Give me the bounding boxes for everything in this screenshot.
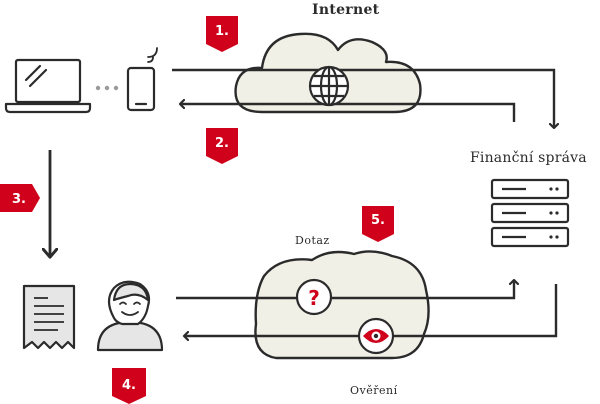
- verification-cloud: [254, 250, 430, 360]
- receipt-icon: [22, 284, 76, 350]
- dotaz-label: Dotaz: [295, 234, 330, 247]
- globe-icon: [308, 65, 350, 107]
- eye-icon: [357, 317, 395, 355]
- badge-4-text: 4.: [122, 378, 136, 393]
- person-icon: [96, 280, 164, 352]
- svg-text:?: ?: [308, 286, 320, 310]
- arrow-dotaz: [176, 280, 514, 300]
- overeni-label: Ověření: [350, 384, 398, 397]
- server-icon: [490, 178, 570, 248]
- badge-1-text: 1.: [215, 24, 229, 39]
- arrow-overeni: [184, 284, 558, 336]
- badge-3-text: 3.: [12, 192, 26, 207]
- internet-label: Internet: [312, 2, 380, 18]
- badge-2-shape: [206, 128, 238, 164]
- arrow-to-financni-sprava: [172, 68, 554, 128]
- badge-5-shape: [362, 206, 394, 242]
- arrow-from-financni-sprava: [180, 104, 516, 122]
- laptop-icon: [4, 58, 92, 114]
- badge-3-shape: [0, 184, 40, 212]
- badge-1-shape: [206, 16, 238, 52]
- financni-sprava-label: Finanční správa: [470, 150, 587, 166]
- badge-4-shape: [112, 368, 146, 404]
- badge-2-text: 2.: [215, 136, 229, 151]
- connection-dots: [95, 85, 119, 91]
- smartphone-icon: [126, 47, 158, 112]
- badge-5-text: 5.: [371, 213, 385, 228]
- question-icon: ?: [295, 278, 333, 316]
